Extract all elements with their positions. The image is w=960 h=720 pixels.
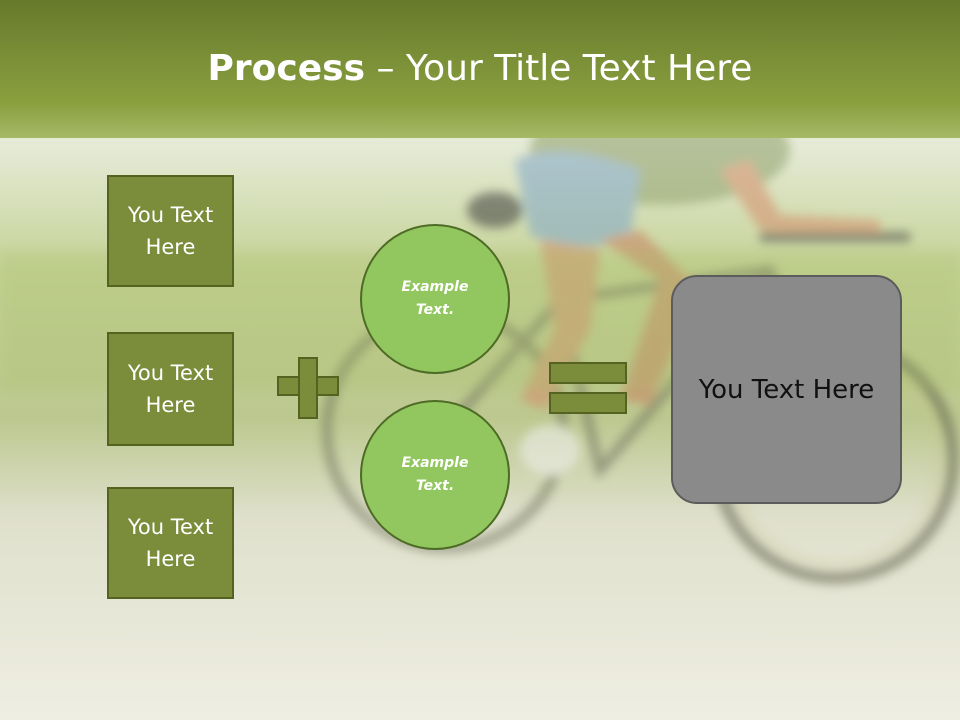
example-circle-1: Example Text.	[360, 224, 510, 374]
example-circle-1-label: Example Text.	[401, 279, 469, 318]
result-box-label: You Text Here	[698, 374, 875, 405]
example-circle-2-label: Example Text.	[401, 455, 469, 494]
text-box-2-label: You Text Here	[127, 361, 214, 417]
example-circle-2: Example Text.	[360, 400, 510, 550]
text-box-3-label: You Text Here	[127, 515, 214, 571]
title-rest: – Your Title Text Here	[365, 48, 753, 89]
equals-top-bar	[549, 362, 627, 384]
result-box: You Text Here	[671, 275, 902, 504]
plus-center	[300, 378, 316, 394]
title-bold: Process	[207, 48, 366, 89]
text-box-1: You Text Here	[107, 175, 234, 287]
text-box-3: You Text Here	[107, 487, 234, 599]
equals-bottom-bar	[549, 392, 627, 414]
text-box-1-label: You Text Here	[127, 203, 214, 259]
slide-title: Process – Your Title Text Here	[0, 48, 960, 89]
text-box-2: You Text Here	[107, 332, 234, 446]
